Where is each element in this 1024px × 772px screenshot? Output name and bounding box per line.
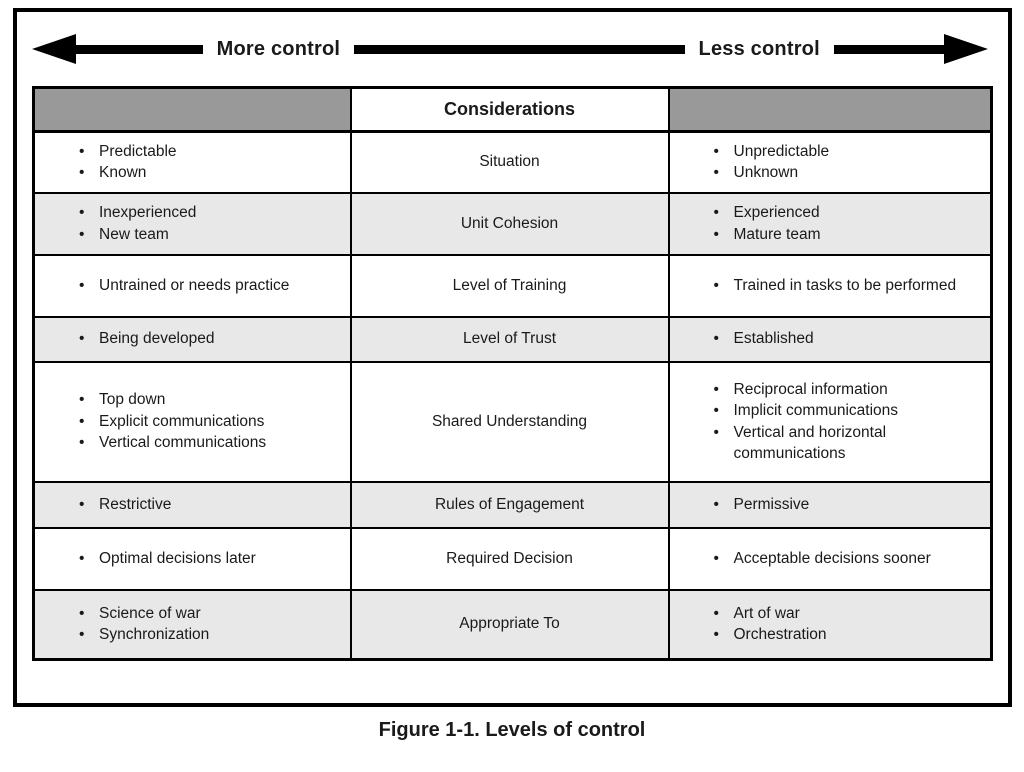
control-spectrum-arrow: More control Less control bbox=[17, 12, 1008, 86]
more-control-cell: InexperiencedNew team bbox=[32, 191, 352, 256]
considerations-header: Considerations bbox=[349, 86, 670, 133]
bullet-item: Top down bbox=[77, 389, 342, 411]
less-control-cell: ExperiencedMature team bbox=[667, 191, 993, 256]
bullet-list: Reciprocal informationImplicit communica… bbox=[674, 379, 987, 465]
bullet-list: Art of warOrchestration bbox=[674, 603, 987, 646]
bullet-item: Inexperienced bbox=[77, 202, 342, 224]
bullet-list: Top downExplicit communicationsVertical … bbox=[39, 389, 346, 454]
table-row: Untrained or needs practice Level of Trai… bbox=[32, 253, 993, 318]
consideration-cell: Shared Understanding bbox=[349, 360, 670, 483]
table-row: Optimal decisions later Required Decision… bbox=[32, 526, 993, 591]
consideration-cell: Situation bbox=[349, 130, 670, 194]
bullet-list: Restrictive bbox=[39, 494, 346, 516]
arrow-shaft bbox=[354, 44, 685, 54]
bullet-item: Permissive bbox=[712, 494, 983, 516]
less-control-cell: Reciprocal informationImplicit communica… bbox=[667, 360, 993, 483]
figure-caption: Figure 1-1. Levels of control bbox=[378, 719, 646, 741]
bullet-item: Synchronization bbox=[77, 624, 342, 646]
bullet-list: Untrained or needs practice bbox=[39, 275, 346, 297]
bullet-item: Orchestration bbox=[712, 624, 983, 646]
more-control-cell: Restrictive bbox=[32, 480, 352, 529]
more-control-cell: Science of warSynchronization bbox=[32, 588, 352, 661]
arrow-shaft bbox=[833, 44, 944, 54]
bullet-item: Implicit communications bbox=[712, 400, 983, 422]
bullet-item: Mature team bbox=[712, 224, 983, 246]
less-control-cell: Acceptable decisions sooner bbox=[667, 526, 993, 591]
bullet-item: Art of war bbox=[712, 603, 983, 625]
bullet-item: Explicit communications bbox=[77, 411, 342, 433]
consideration-cell: Level of Training bbox=[349, 253, 670, 318]
bullet-list: Permissive bbox=[674, 494, 987, 516]
bullet-list: Optimal decisions later bbox=[39, 548, 346, 570]
table-row: PredictableKnownSituationUnpredictableUn… bbox=[32, 130, 993, 194]
more-control-cell: Being developed bbox=[32, 315, 352, 363]
more-control-cell: PredictableKnown bbox=[32, 130, 352, 194]
more-control-cell: Top downExplicit communicationsVertical … bbox=[32, 360, 352, 483]
bullet-item: Restrictive bbox=[77, 494, 342, 516]
table-row: Top downExplicit communicationsVertical … bbox=[32, 360, 993, 483]
bullet-item: Unknown bbox=[712, 162, 983, 184]
levels-of-control-table: Considerations PredictableKnownSituation… bbox=[32, 86, 993, 661]
table-row: Restrictive Rules of Engagement Permissive bbox=[32, 480, 993, 529]
bullet-item: Untrained or needs practice bbox=[77, 275, 342, 297]
header-right-cell bbox=[667, 86, 993, 133]
bullet-item: Acceptable decisions sooner bbox=[712, 548, 983, 570]
table-row: Being developed Level of Trust Established bbox=[32, 315, 993, 363]
consideration-cell: Rules of Engagement bbox=[349, 480, 670, 529]
bullet-item: Being developed bbox=[77, 328, 342, 350]
bullet-item: New team bbox=[77, 224, 342, 246]
bullet-list: Science of warSynchronization bbox=[39, 603, 346, 646]
bullet-list: InexperiencedNew team bbox=[39, 202, 346, 245]
bullet-item: Experienced bbox=[712, 202, 983, 224]
bullet-list: UnpredictableUnknown bbox=[674, 141, 987, 184]
less-control-cell: Permissive bbox=[667, 480, 993, 529]
table-row: Science of warSynchronizationAppropriate… bbox=[32, 588, 993, 661]
table-body: PredictableKnownSituationUnpredictableUn… bbox=[32, 130, 993, 661]
bullet-item: Established bbox=[712, 328, 983, 350]
more-control-cell: Untrained or needs practice bbox=[32, 253, 352, 318]
bullet-item: Trained in tasks to be performed bbox=[712, 275, 983, 297]
bullet-list: Being developed bbox=[39, 328, 346, 350]
bullet-list: Acceptable decisions sooner bbox=[674, 548, 987, 570]
arrowhead-left-icon bbox=[32, 34, 76, 64]
consideration-cell: Level of Trust bbox=[349, 315, 670, 363]
less-control-cell: Trained in tasks to be performed bbox=[667, 253, 993, 318]
bullet-list: Established bbox=[674, 328, 987, 350]
bullet-item: Unpredictable bbox=[712, 141, 983, 163]
bullet-list: Trained in tasks to be performed bbox=[674, 275, 987, 297]
bullet-item: Vertical communications bbox=[77, 432, 342, 454]
bullet-item: Known bbox=[77, 162, 342, 184]
less-control-label: Less control bbox=[698, 37, 820, 60]
arrowhead-right-icon bbox=[943, 34, 988, 64]
more-control-label: More control bbox=[216, 37, 341, 60]
bullet-list: ExperiencedMature team bbox=[674, 202, 987, 245]
bullet-item: Reciprocal information bbox=[712, 379, 983, 401]
header-row: Considerations bbox=[32, 86, 993, 133]
consideration-cell: Required Decision bbox=[349, 526, 670, 591]
less-control-cell: Established bbox=[667, 315, 993, 363]
less-control-cell: UnpredictableUnknown bbox=[667, 130, 993, 194]
bullet-item: Predictable bbox=[77, 141, 342, 163]
less-control-cell: Art of warOrchestration bbox=[667, 588, 993, 661]
consideration-cell: Appropriate To bbox=[349, 588, 670, 661]
header-left-cell bbox=[32, 86, 352, 133]
bullet-item: Science of war bbox=[77, 603, 342, 625]
bullet-list: PredictableKnown bbox=[39, 141, 346, 184]
more-control-cell: Optimal decisions later bbox=[32, 526, 352, 591]
bullet-item: Optimal decisions later bbox=[77, 548, 342, 570]
figure-border: More control Less control Considerations… bbox=[13, 8, 1012, 707]
consideration-cell: Unit Cohesion bbox=[349, 191, 670, 256]
arrow-shaft bbox=[76, 44, 203, 54]
table-header: Considerations bbox=[32, 86, 993, 133]
bullet-item: Vertical and horizontal communications bbox=[712, 422, 983, 465]
